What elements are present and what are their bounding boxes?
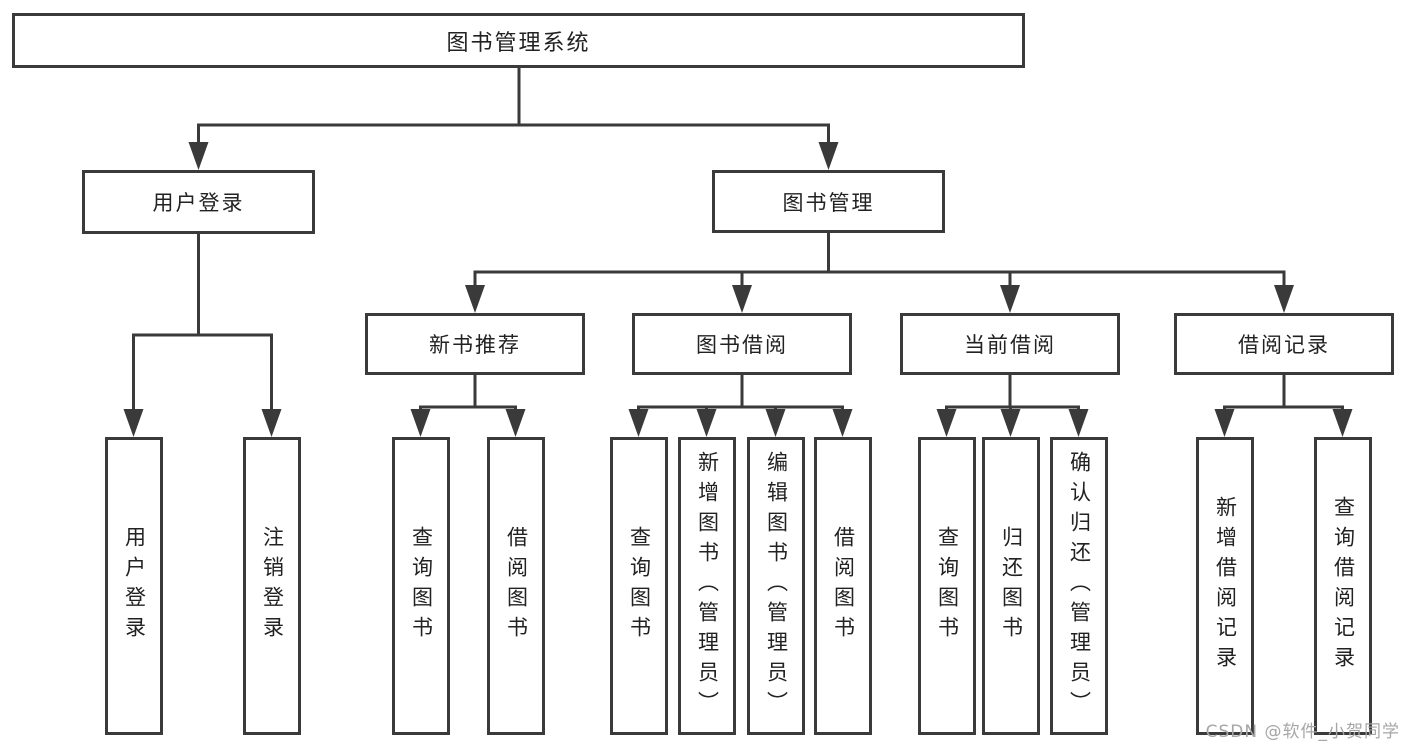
node-label: 确认归还（管理员） xyxy=(1067,451,1092,721)
node-label: 新增图书（管理员） xyxy=(695,451,720,721)
node-label: 查询图书 xyxy=(409,526,434,646)
node-label: 查询图书 xyxy=(627,526,652,646)
node-label: 注销登录 xyxy=(260,526,285,646)
node-book-management: 图书管理 xyxy=(712,170,945,233)
node-new-book-recommend: 新书推荐 xyxy=(365,313,585,375)
leaf-user-login: 用户登录 xyxy=(105,437,163,735)
node-label: 查询图书 xyxy=(935,526,960,646)
leaf-edit-book-admin: 编辑图书（管理员） xyxy=(747,437,805,735)
node-label: 借阅记录 xyxy=(1238,333,1330,357)
leaf-borrow-books: 借阅图书 xyxy=(814,437,872,735)
node-label: 查询借阅记录 xyxy=(1331,496,1356,676)
leaf-query-books-borrow: 查询图书 xyxy=(610,437,668,735)
leaf-add-borrow-record: 新增借阅记录 xyxy=(1196,437,1254,735)
node-label: 图书管理系统 xyxy=(446,30,591,56)
leaf-query-borrow-record: 查询借阅记录 xyxy=(1314,437,1372,735)
node-label: 新书推荐 xyxy=(429,333,521,357)
leaf-query-books-recommend: 查询图书 xyxy=(392,437,450,735)
node-borrow-records: 借阅记录 xyxy=(1174,313,1394,375)
node-label: 用户登录 xyxy=(152,191,245,215)
watermark: CSDN @软件_小贺同学 xyxy=(1205,722,1400,742)
node-label: 编辑图书（管理员） xyxy=(764,451,789,721)
node-label: 用户登录 xyxy=(122,526,147,646)
node-book-borrow: 图书借阅 xyxy=(632,313,852,375)
node-label: 当前借阅 xyxy=(964,333,1056,357)
node-label: 图书管理 xyxy=(782,190,875,215)
node-label: 借阅图书 xyxy=(831,526,856,646)
leaf-borrow-books-recommend: 借阅图书 xyxy=(487,437,545,735)
node-label: 新增借阅记录 xyxy=(1213,496,1238,676)
node-user-login: 用户登录 xyxy=(82,170,315,234)
node-label: 借阅图书 xyxy=(504,526,529,646)
leaf-add-book-admin: 新增图书（管理员） xyxy=(678,437,736,735)
leaf-logout: 注销登录 xyxy=(243,437,301,735)
node-root: 图书管理系统 xyxy=(12,13,1025,68)
node-label: 归还图书 xyxy=(999,526,1024,646)
leaf-confirm-return-admin: 确认归还（管理员） xyxy=(1050,437,1108,735)
leaf-query-books-current: 查询图书 xyxy=(918,437,976,735)
node-current-borrow: 当前借阅 xyxy=(900,313,1120,375)
leaf-return-book: 归还图书 xyxy=(982,437,1040,735)
node-label: 图书借阅 xyxy=(696,333,788,357)
